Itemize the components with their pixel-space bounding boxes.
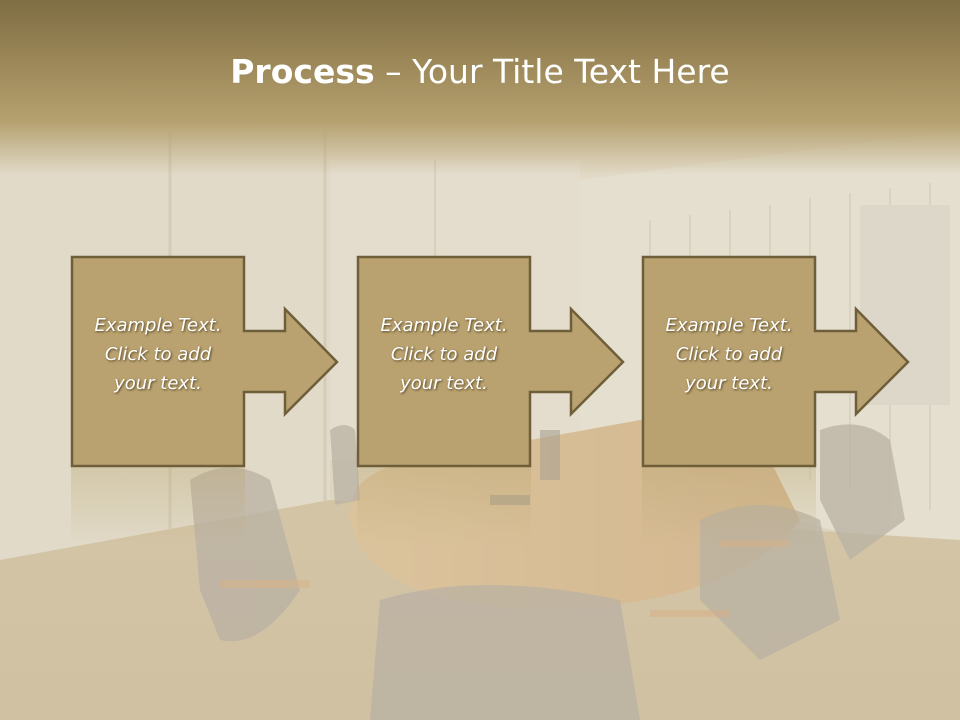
step-arrow-shape bbox=[356, 255, 625, 468]
process-step-2[interactable]: Example Text. Click to add your text. bbox=[356, 255, 629, 546]
step-arrow-shape bbox=[641, 255, 910, 468]
step-text-line: your text. bbox=[114, 373, 202, 394]
step-text-line: your text. bbox=[685, 373, 773, 394]
step-text-line: Click to add bbox=[104, 344, 212, 365]
step-text-line: Click to add bbox=[390, 344, 498, 365]
step-reflection bbox=[357, 466, 531, 546]
title-bold: Process bbox=[230, 52, 375, 91]
title-rest: – Your Title Text Here bbox=[374, 52, 730, 91]
process-step-3[interactable]: Example Text. Click to add your text. bbox=[641, 255, 914, 546]
step-text-line: Example Text. bbox=[380, 315, 508, 336]
slide-title[interactable]: Process – Your Title Text Here bbox=[0, 52, 960, 91]
step-text-line: Example Text. bbox=[94, 315, 222, 336]
title-band bbox=[0, 0, 960, 175]
step-text[interactable]: Example Text. Click to add your text. bbox=[642, 311, 816, 398]
step-text-line: Click to add bbox=[675, 344, 783, 365]
step-text[interactable]: Example Text. Click to add your text. bbox=[71, 311, 245, 398]
step-reflection bbox=[71, 466, 245, 546]
step-text-line: Example Text. bbox=[665, 315, 793, 336]
process-step-1[interactable]: Example Text. Click to add your text. bbox=[70, 255, 343, 546]
step-text-line: your text. bbox=[400, 373, 488, 394]
step-reflection bbox=[642, 466, 816, 546]
step-arrow-shape bbox=[70, 255, 339, 468]
step-text[interactable]: Example Text. Click to add your text. bbox=[357, 311, 531, 398]
